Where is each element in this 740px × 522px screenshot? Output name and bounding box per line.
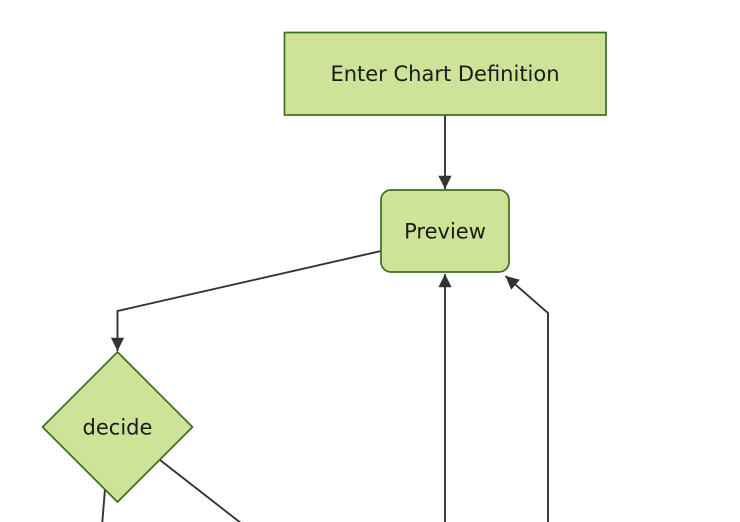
- enter-chart-definition-shape: [283, 31, 607, 116]
- edge-preview-to-decide: [110, 250, 382, 351]
- decide-label: decide: [83, 416, 153, 440]
- node-enter-chart-definition: Enter Chart Definition: [283, 31, 607, 116]
- node-decide: decide: [41, 350, 194, 504]
- edge-decide-to-offscreen-right: [159, 459, 242, 522]
- node-preview: Preview: [380, 189, 510, 273]
- preview-shape: [380, 189, 510, 273]
- preview-label: Preview: [404, 220, 486, 244]
- edge-offscreen-right-to-preview: [504, 275, 549, 522]
- decide-shape: [41, 350, 194, 504]
- enter-chart-definition-label: Enter Chart Definition: [330, 62, 559, 86]
- edge-decide-to-offscreen-left: [101, 488, 106, 522]
